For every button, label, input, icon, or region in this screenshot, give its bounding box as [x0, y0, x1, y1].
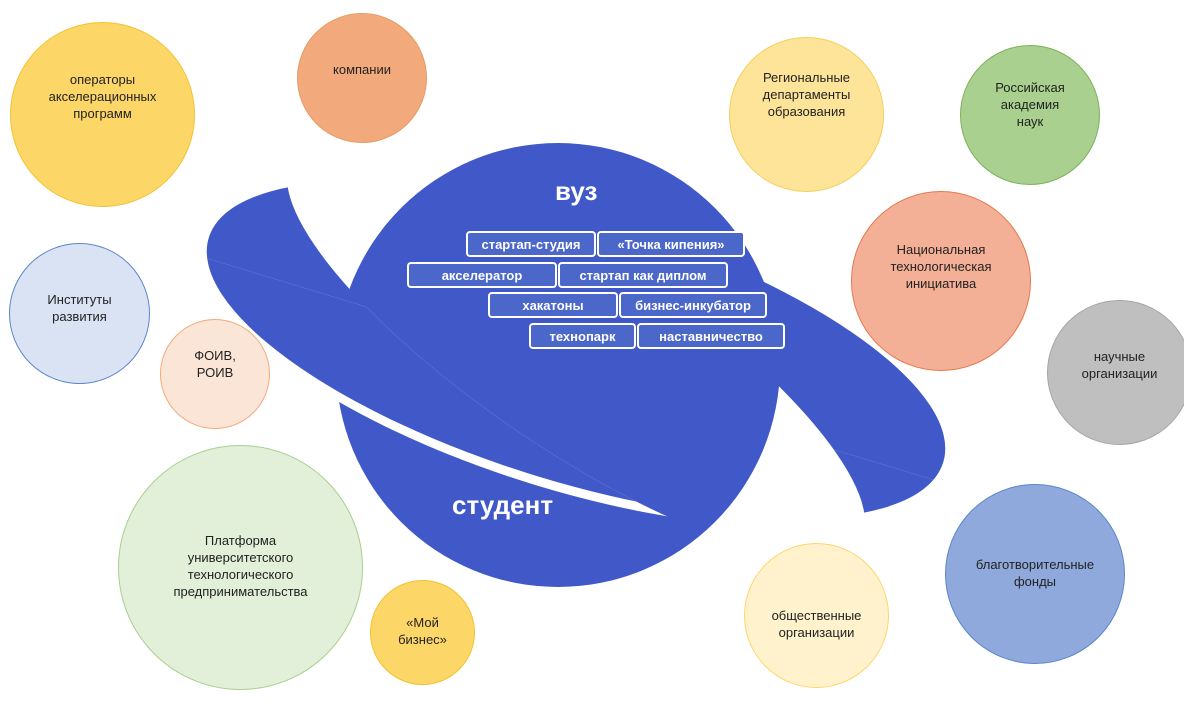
circle-moy-biznes: «Мой бизнес»	[370, 580, 475, 685]
circle-accelerator-operators: операторы акселерационных программ	[10, 22, 195, 207]
circle-charity-funds-label: благотворительные фонды	[975, 557, 1095, 589]
circle-moy-biznes-label: «Мой бизнес»	[398, 614, 447, 647]
planet-top-label: вуз	[555, 176, 598, 206]
planet-bottom-label: студент	[452, 490, 554, 520]
circle-development-institutes: Институты развития	[9, 243, 150, 384]
circle-science-organizations: научные организации	[1047, 300, 1184, 445]
circle-foiv-roiv-label: ФОИВ, РОИВ	[194, 348, 236, 380]
circle-regional-departments-label: Региональные департаменты образования	[762, 70, 851, 119]
circle-public-organizations-label: общественные организации	[771, 607, 862, 640]
circle-development-institutes-label: Институты развития	[47, 291, 112, 324]
tag-mentoring: наставничество	[637, 323, 785, 349]
circle-companies: компании	[297, 13, 427, 143]
tag-hackathons: хакатоны	[488, 292, 618, 318]
circle-public-organizations: общественные организации	[744, 543, 889, 688]
circle-science-organizations-label: научные организации	[1081, 348, 1158, 381]
circle-accelerator-operators-label: операторы акселерационных программ	[48, 72, 157, 121]
circle-platform: Платформа университетского технологическ…	[118, 445, 363, 690]
tag-tochka-kipeniya: «Точка кипения»	[597, 231, 745, 257]
circle-platform-label: Платформа университетского технологическ…	[173, 532, 308, 599]
tag-startup-studio: стартап-студия	[466, 231, 596, 257]
circle-foiv-roiv: ФОИВ, РОИВ	[160, 319, 270, 429]
circle-regional-departments: Региональные департаменты образования	[729, 37, 884, 192]
tag-accelerator: акселератор	[407, 262, 557, 288]
tag-startup-diploma: стартап как диплом	[558, 262, 728, 288]
circle-nti-label: Национальная технологическая инициатива	[890, 241, 992, 291]
circle-russian-academy: Российская академия наук	[960, 45, 1100, 185]
circle-nti: Национальная технологическая инициатива	[851, 191, 1031, 371]
circle-russian-academy-label: Российская академия наук	[995, 79, 1065, 129]
tag-business-incubator: бизнес-инкубатор	[619, 292, 767, 318]
tag-technopark: технопарк	[529, 323, 636, 349]
circle-companies-label: компании	[333, 61, 391, 77]
circle-charity-funds: благотворительные фонды	[945, 484, 1125, 664]
